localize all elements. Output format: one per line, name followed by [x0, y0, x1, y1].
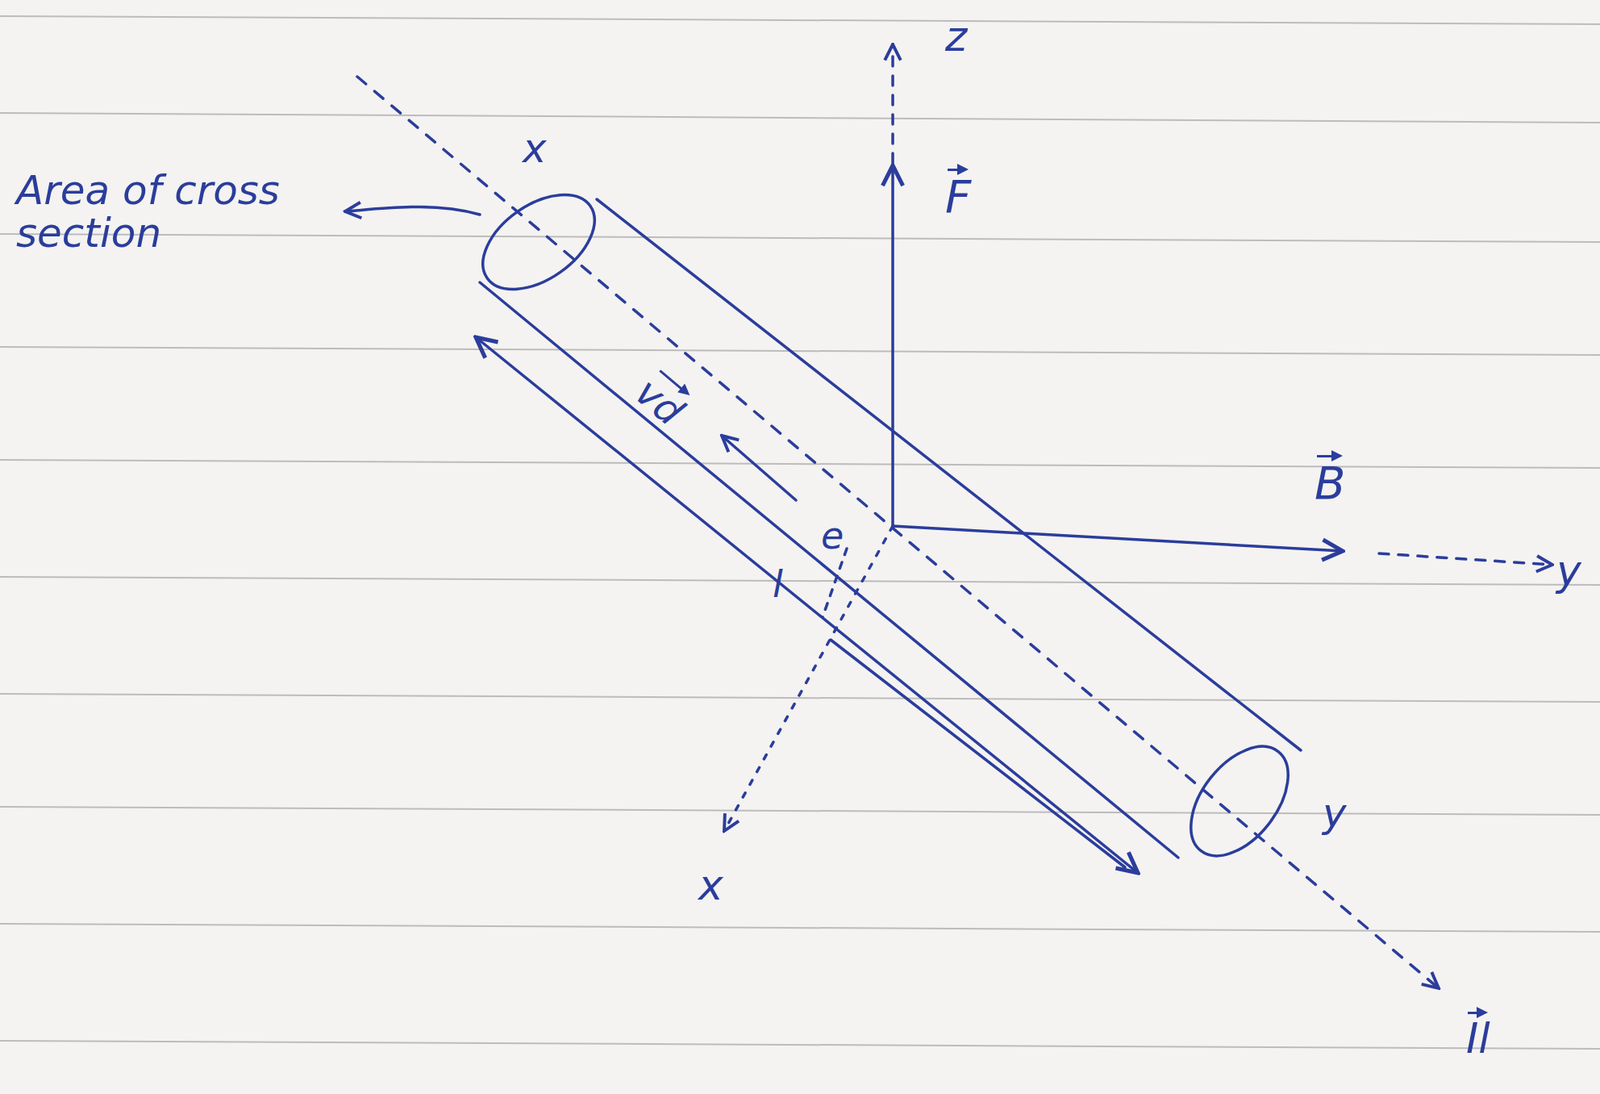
conductor-edge — [479, 282, 1179, 858]
axis-label: y — [1556, 548, 1582, 593]
end-label: x — [522, 127, 547, 171]
force-arrow — [891, 165, 895, 526]
length-line — [830, 639, 1125, 867]
y-axis — [1379, 553, 1553, 565]
x-axis — [724, 525, 893, 831]
z-axis — [891, 44, 895, 163]
current-element-label: Il — [1466, 1008, 1491, 1061]
cross-section — [1171, 728, 1309, 874]
charge-label: e — [820, 516, 844, 555]
force-label: F — [945, 165, 971, 221]
axis-label: x — [698, 862, 724, 908]
length-arrow — [475, 337, 1138, 873]
axis-label: z — [945, 14, 967, 59]
conductor-axis — [357, 76, 1439, 988]
drift-arrow — [721, 435, 796, 500]
field-label: B — [1314, 451, 1346, 508]
leader-line — [345, 206, 480, 215]
end-label: y — [1322, 791, 1347, 835]
velocity-label: vd — [628, 364, 696, 433]
slice-line — [822, 548, 847, 617]
field-arrow — [892, 525, 1343, 551]
length-label: l — [772, 564, 784, 604]
callout-label: Area of cross section — [16, 169, 323, 255]
ruled-lines — [0, 16, 1600, 1049]
